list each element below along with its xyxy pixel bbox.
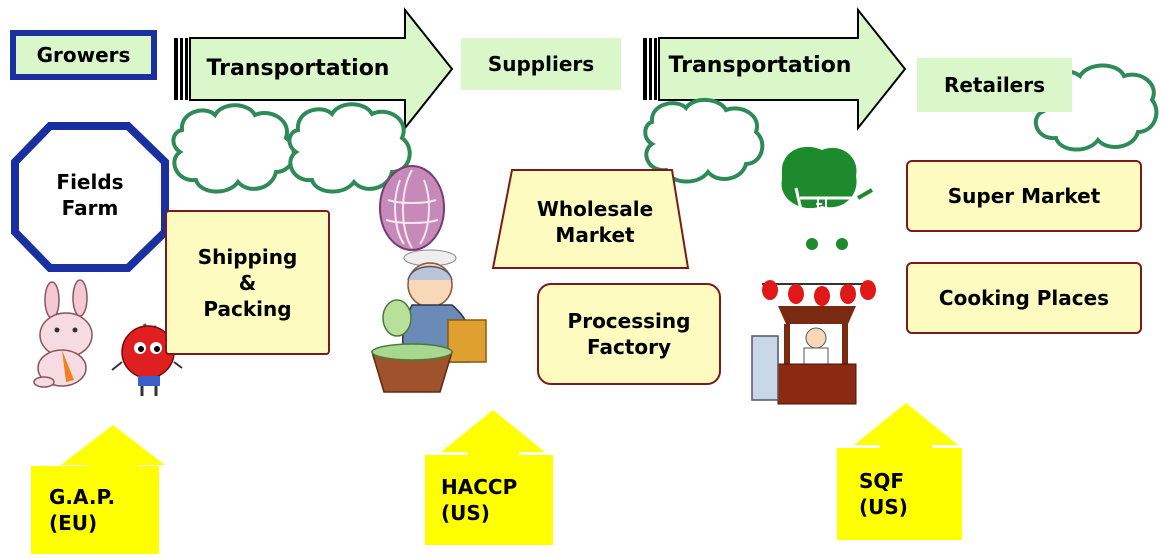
sqf-standard-label: SQF (US) [859, 469, 908, 519]
super-market-label: Super Market [947, 184, 1101, 208]
cooking-places-label: Cooking Places [938, 286, 1110, 310]
wholesale-market-label: Wholesale Market [536, 197, 654, 247]
cooking-places-box: Cooking Places [906, 262, 1142, 334]
transport-label-2: Transportation [660, 40, 860, 92]
sqf-up-arrow [854, 403, 958, 455]
shipping-packing-box: Shipping & Packing [165, 210, 330, 355]
retailers-label: Retailers [943, 73, 1046, 97]
cloud-3 [643, 98, 765, 184]
suppliers-label: Suppliers [487, 52, 595, 76]
fields-farm-octagon [11, 122, 169, 272]
gap-standard-box: G.A.P. (EU) [31, 466, 159, 554]
haccp-standard-label: HACCP (US) [441, 475, 518, 525]
sqf-standard-box: SQF (US) [837, 448, 962, 540]
processing-factory-label: Processing Factory [567, 309, 691, 359]
gap-standard-label: G.A.P. (EU) [49, 485, 116, 535]
cloud-2 [287, 102, 412, 194]
apple-mascot-icon [111, 323, 183, 396]
shopping-cart-icon [781, 146, 873, 250]
food-stall-icon [751, 280, 876, 405]
rabbit-icon [33, 279, 93, 388]
processing-factory-box: Processing Factory [537, 283, 721, 385]
shipping-packing-label: Shipping & Packing [197, 244, 298, 321]
suppliers-box: Suppliers [461, 38, 621, 90]
growers-box: Growers [10, 30, 157, 80]
transport-arrow-1 [174, 7, 454, 131]
cabbage-icon [379, 165, 445, 251]
cloud-1 [171, 103, 296, 194]
wholesale-market-trapezoid [491, 169, 690, 269]
transport-2-text: Transportation [668, 52, 852, 78]
vegetable-vendor-icon [370, 249, 487, 393]
super-market-box: Super Market [906, 160, 1142, 232]
haccp-up-arrow [441, 410, 545, 462]
transport-arrow-2 [643, 7, 907, 131]
gap-up-arrow [61, 425, 165, 478]
retailers-box: Retailers [917, 58, 1072, 112]
transport-1-text: Transportation [206, 55, 390, 81]
haccp-standard-box: HACCP (US) [425, 455, 553, 545]
growers-label: Growers [36, 43, 131, 67]
transport-label-1: Transportation [193, 44, 403, 94]
fields-farm-label: Fields Farm [56, 170, 124, 220]
